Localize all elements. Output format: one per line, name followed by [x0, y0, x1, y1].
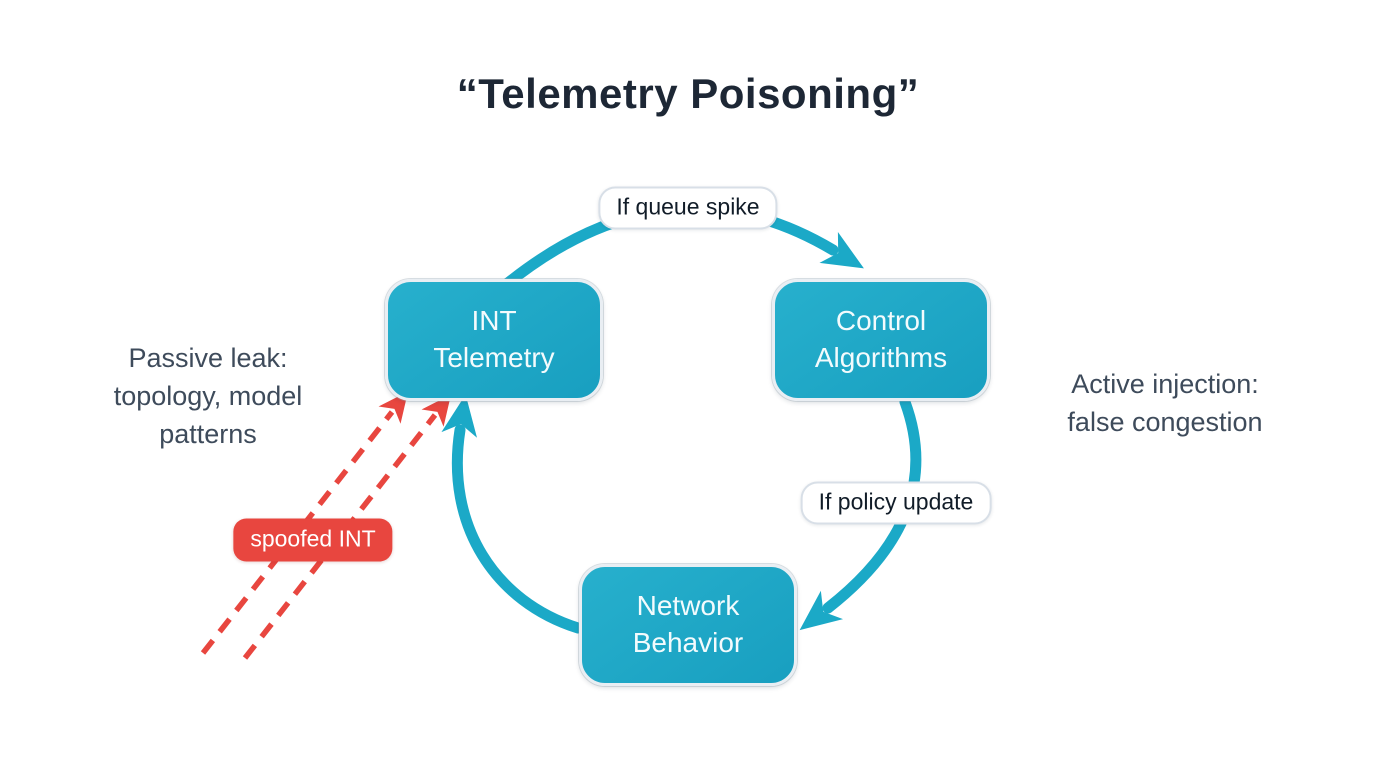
annotation-line: topology, model	[113, 380, 303, 411]
spoofed-int-arrow-2	[242, 394, 452, 660]
annotation-line: patterns	[159, 418, 257, 449]
node-label-line: Telemetry	[433, 342, 555, 373]
node-control-algorithms: Control Algorithms	[772, 279, 990, 401]
annotation-line: Active injection:	[1071, 369, 1259, 399]
node-label-line: Control	[835, 305, 927, 337]
spoofed-int-badge: spoofed INT	[233, 518, 393, 562]
annotation-line: Passive leak:	[128, 343, 288, 373]
node-int-telemetry: INT Telemetry	[385, 279, 603, 401]
annotation-passive-leak: Passive leak: topology, model patterns	[114, 340, 303, 453]
spoofed-int-arrow-1	[200, 391, 409, 655]
annotation-active-injection: Active injection: false congestion	[1067, 366, 1262, 442]
annotation-line: false congestion	[1067, 406, 1263, 437]
node-label-line: Algorithms	[814, 342, 948, 373]
diagram-title: “Telemetry Poisoning”	[456, 70, 920, 117]
cycle-arrow-left	[441, 394, 584, 634]
node-label-line: Network	[636, 590, 740, 622]
node-network-behavior: Network Behavior	[579, 564, 797, 686]
node-label-line: INT	[471, 305, 517, 337]
edge-label-policy-update: If policy update	[800, 481, 992, 525]
edge-label-queue-spike: If queue spike	[598, 186, 778, 230]
node-label-line: Behavior	[632, 627, 744, 658]
